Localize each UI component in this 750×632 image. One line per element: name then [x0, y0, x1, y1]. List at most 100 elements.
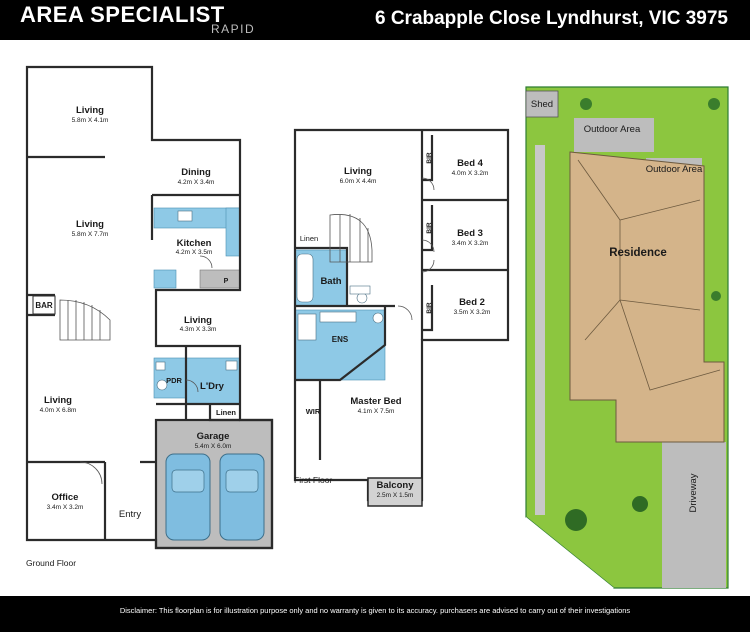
wir-label: WIR [306, 407, 321, 416]
footer-bar [0, 596, 750, 632]
bir-label: BIR [426, 302, 433, 314]
tree-icon [565, 509, 587, 531]
disclaimer-text: Disclaimer: This floorplan is for illust… [119, 606, 631, 615]
kitchen-sink [177, 210, 193, 222]
wall [156, 346, 240, 420]
outdoor-area-1 [574, 118, 654, 152]
ground-floor-plan: Living 5.8m X 4.1m Dining 4.2m X 3.4m Li… [25, 65, 274, 568]
bath-label: Bath [320, 276, 341, 287]
roof-ridge-lines [577, 159, 721, 391]
ground-floor-title: Ground Floor [26, 558, 76, 568]
door-swing [199, 255, 213, 269]
ensuite-shower [297, 313, 317, 341]
property-address: 6 Crabapple Close Lyndhurst, VIC 3975 [374, 8, 728, 29]
room-size: 6.0m X 4.4m [340, 178, 377, 185]
residence-label: Residence [609, 247, 667, 259]
room-size: 3.4m X 3.2m [47, 504, 84, 511]
kitchen-bench-side [225, 207, 241, 257]
pdr-label: PDR [166, 376, 182, 385]
brand-logo: AREA SPECIALIST [20, 2, 225, 27]
bathtub [296, 253, 314, 303]
header-bar: AREA SPECIALIST RAPID 6 Crabapple Close … [0, 0, 750, 40]
car-windscreen-icon [225, 469, 259, 493]
site-cutoff [526, 517, 614, 588]
entry-label: Entry [119, 509, 141, 520]
tree-icon [708, 98, 720, 110]
bar-label: BAR [35, 301, 53, 310]
bar-counter [32, 295, 56, 315]
wall [422, 135, 434, 332]
door-swing [421, 259, 435, 273]
bath-toilet [356, 292, 368, 304]
stairs [59, 299, 111, 341]
stair-treads [339, 214, 369, 262]
linen-label: Linen [300, 234, 318, 243]
room-name: Balcony [377, 480, 415, 491]
balcony [367, 477, 423, 507]
room-name: Living [184, 315, 212, 326]
door-swing [421, 239, 435, 253]
laundry-trough [225, 360, 238, 371]
bir-label: BIR [426, 152, 433, 164]
tree-icon [580, 98, 592, 110]
outdoor-area-label: Outdoor Area [584, 124, 641, 135]
room-size: 4.2m X 3.4m [178, 179, 215, 186]
room-size: 2.5m X 1.5m [377, 492, 414, 499]
wall [422, 198, 508, 272]
room-size: 3.4m X 3.2m [452, 240, 489, 247]
first-floor-title: First Floor [294, 475, 332, 485]
side-path [535, 145, 545, 515]
car-icon [219, 453, 265, 541]
wall [295, 246, 395, 308]
room-name: Bed 4 [457, 158, 484, 169]
car-icon [165, 453, 211, 541]
room-size: 3.5m X 3.2m [454, 309, 491, 316]
room-size: 5.8m X 7.7m [72, 231, 109, 238]
ensuite-toilet [372, 312, 384, 324]
room-size: 4.2m X 3.5m [176, 249, 213, 256]
outdoor-area-label: Outdoor Area [646, 164, 703, 175]
room-name: Bed 3 [457, 228, 483, 239]
pantry-bench [199, 269, 241, 289]
tree-icon [711, 291, 721, 301]
shed [525, 90, 559, 118]
pdr-basin [155, 361, 166, 371]
driveway [662, 442, 726, 588]
tree-icon [632, 496, 648, 512]
stairs [329, 214, 373, 263]
brand-subtitle: RAPID [211, 22, 256, 36]
bir-label: BIR [426, 222, 433, 234]
laundry-label: L'Dry [200, 381, 225, 392]
door-swing [421, 177, 435, 191]
room-name: Bed 2 [459, 297, 485, 308]
shed-label: Shed [531, 99, 553, 110]
residence-roof [569, 151, 725, 443]
first-floor-plan: Living 6.0m X 4.4m Bed 4 4.0m X 3.2m Bed… [293, 128, 510, 507]
room-name: Living [344, 166, 372, 177]
site-plan: Shed Outdoor Area Outdoor Area Residence… [525, 86, 729, 589]
room-name: Living [44, 395, 72, 406]
car-windscreen-icon [171, 469, 205, 493]
room-name: Kitchen [177, 238, 212, 249]
ground-floor-outer-wall [25, 65, 274, 550]
room-name: Living [76, 219, 104, 230]
bath-vanity [349, 285, 371, 295]
room-size: 4.3m X 3.3m [180, 326, 217, 333]
pdr-toilet [156, 379, 168, 391]
stair-treads [67, 300, 101, 340]
door-swing [185, 379, 199, 393]
driveway-label: Driveway [688, 473, 699, 512]
wall [295, 306, 387, 382]
ensuite-vanity [319, 311, 357, 323]
linen-label: Linen [216, 408, 236, 417]
room-name: Dining [181, 167, 211, 178]
room-name: Garage [197, 431, 230, 442]
door-swing [79, 461, 103, 485]
pantry-label: P [224, 278, 229, 285]
wall [27, 293, 55, 317]
room-size: 5.4m X 6.0m [195, 443, 232, 450]
room-size: 4.0m X 6.8m [40, 407, 77, 414]
room-name: Office [52, 492, 79, 503]
kitchen-island [153, 269, 177, 289]
